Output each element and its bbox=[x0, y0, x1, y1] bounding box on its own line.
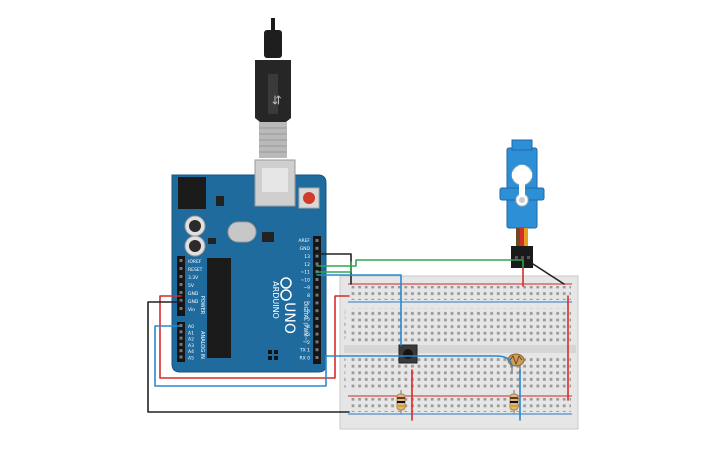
arduino-uno-board[interactable]: ARDUINO UNO DIGITAL (PWM~) POWER ANALOG … bbox=[171, 159, 327, 373]
power-pin-label: IOREF bbox=[188, 259, 202, 265]
analog-pin-label: A2 bbox=[188, 337, 194, 343]
power-pin-label: 3.3V bbox=[188, 275, 199, 281]
breadboard-row-label: h bbox=[344, 322, 347, 327]
terminal-strip-bottom[interactable] bbox=[349, 356, 571, 390]
header-pin[interactable] bbox=[179, 336, 183, 340]
breadboard-row-label: f bbox=[344, 335, 346, 340]
digital-pin-label: TX 1 bbox=[299, 348, 310, 354]
breadboard-row-label: g bbox=[344, 329, 347, 334]
pushbutton[interactable] bbox=[398, 344, 418, 364]
digital-pin-label: ~6 bbox=[303, 309, 310, 315]
digital-pin-label: ~11 bbox=[301, 270, 311, 276]
power-pin-label: 5V bbox=[188, 283, 195, 289]
analog-pin-label: A5 bbox=[188, 356, 194, 362]
digital-pin-label: RX 0 bbox=[299, 355, 310, 361]
wire-blue-pin9-button bbox=[316, 274, 402, 346]
header-pin[interactable] bbox=[315, 278, 319, 281]
header-pin[interactable] bbox=[315, 309, 319, 313]
wire-black-pin13-rail bbox=[316, 253, 352, 285]
header-pin[interactable] bbox=[315, 285, 319, 289]
header-pin[interactable] bbox=[315, 356, 319, 359]
header-pin[interactable] bbox=[179, 355, 183, 359]
digital-pin-label: ~9 bbox=[303, 285, 310, 291]
usb-cable: ⇆ bbox=[255, 18, 291, 158]
header-pin[interactable] bbox=[315, 340, 319, 344]
analog-pin-label: A1 bbox=[188, 330, 194, 336]
header-pin[interactable] bbox=[315, 317, 319, 320]
header-pin[interactable] bbox=[315, 293, 319, 297]
digital-pin-header[interactable] bbox=[313, 236, 321, 364]
analog-pin-label: A4 bbox=[188, 349, 194, 355]
wire-green-pin10 bbox=[316, 261, 352, 273]
breadboard-row-label: a bbox=[344, 383, 347, 388]
resistor-left[interactable] bbox=[396, 390, 406, 414]
digital-pin-label: GND bbox=[300, 246, 311, 252]
wire-blue-a0-sensor bbox=[154, 325, 513, 387]
power-pin-label: GND bbox=[188, 299, 199, 305]
wire-red-5v-rail bbox=[159, 295, 350, 379]
header-pin[interactable] bbox=[315, 301, 319, 305]
wire-green-pin11-servo bbox=[316, 259, 524, 269]
header-pin[interactable] bbox=[315, 324, 319, 328]
digital-pin-label: ~3 bbox=[303, 332, 310, 338]
header-pin[interactable] bbox=[315, 262, 319, 266]
header-pin[interactable] bbox=[179, 283, 183, 286]
power-pin-label: RESET bbox=[188, 267, 203, 273]
header-pin[interactable] bbox=[315, 254, 319, 258]
svg-text:⇆: ⇆ bbox=[270, 95, 284, 105]
wire-black-servo-rail bbox=[532, 263, 565, 285]
analog-pin-label: A3 bbox=[188, 343, 194, 349]
power-header-label: POWER bbox=[199, 296, 205, 315]
bottom-power-rail[interactable] bbox=[349, 398, 571, 412]
header-pin[interactable] bbox=[315, 348, 319, 352]
header-pin[interactable] bbox=[179, 307, 183, 310]
resistor-right[interactable] bbox=[509, 390, 519, 414]
digital-pin-label: AREF bbox=[298, 238, 310, 244]
digital-pin-label: 8 bbox=[307, 293, 310, 299]
digital-pin-label: 4 bbox=[307, 324, 310, 330]
breadboard-row-label: j bbox=[343, 309, 345, 314]
power-pin-label: GND bbox=[188, 291, 199, 297]
header-pin[interactable] bbox=[179, 342, 183, 346]
breadboard-row-label: b bbox=[344, 377, 347, 382]
digital-pin-label: ~10 bbox=[301, 277, 311, 283]
wire-black-gnd-rail bbox=[147, 301, 350, 413]
header-pin[interactable] bbox=[315, 246, 319, 250]
header-pin[interactable] bbox=[315, 332, 319, 336]
board-model-label: UNO bbox=[281, 302, 297, 334]
arduino-logo bbox=[280, 277, 292, 301]
breadboard-row-label: e bbox=[344, 357, 347, 362]
breadboard-row-label: d bbox=[344, 364, 347, 369]
header-pin[interactable] bbox=[179, 259, 183, 262]
analog-header-label: ANALOG IN bbox=[199, 331, 205, 359]
center-channel bbox=[344, 345, 576, 353]
header-pin[interactable] bbox=[179, 267, 183, 270]
top-power-rail[interactable] bbox=[349, 286, 571, 300]
digital-pin-label: ~5 bbox=[303, 316, 310, 322]
header-pin[interactable] bbox=[179, 291, 183, 294]
breadboard-row-label: c bbox=[344, 370, 346, 375]
digital-pin-label: 13 bbox=[304, 254, 310, 260]
header-pin[interactable] bbox=[179, 349, 183, 353]
header-pin[interactable] bbox=[315, 239, 319, 242]
analog-pin-label: A0 bbox=[188, 324, 194, 330]
servo-motor[interactable] bbox=[499, 139, 545, 268]
power-pin-label: Vin bbox=[188, 307, 195, 313]
digital-pin-label: 2 bbox=[307, 340, 310, 346]
analog-pin-header[interactable] bbox=[177, 322, 185, 362]
breadboard-row-label: i bbox=[344, 316, 345, 321]
terminal-strip-top[interactable] bbox=[349, 308, 571, 342]
board-brand-label: ARDUINO bbox=[271, 281, 280, 319]
reset-button[interactable] bbox=[303, 192, 315, 204]
header-pin[interactable] bbox=[179, 299, 183, 302]
header-pin[interactable] bbox=[179, 330, 183, 334]
digital-pin-label: 12 bbox=[304, 262, 310, 268]
header-pin[interactable] bbox=[179, 275, 183, 278]
digital-pin-label: 7 bbox=[307, 301, 310, 307]
digital-header-label: DIGITAL (PWM~) bbox=[302, 301, 308, 343]
